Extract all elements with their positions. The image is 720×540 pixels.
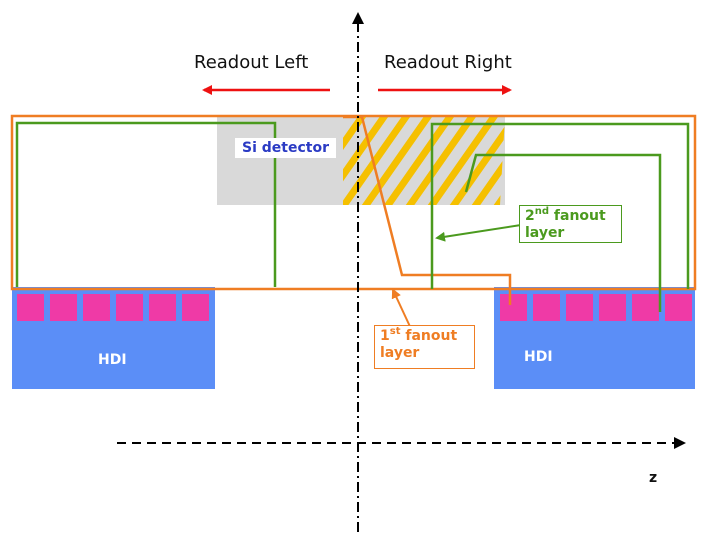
readout-left-label: Readout Left	[194, 52, 309, 73]
hdi-right-pad	[566, 294, 593, 321]
second-fanout-left-trace	[15, 121, 277, 287]
hdi-left-pad	[50, 294, 77, 321]
hdi-right-pad	[500, 294, 527, 321]
second-fanout-suffix: nd	[534, 206, 550, 217]
first-fanout-suffix: st	[389, 326, 401, 337]
z-axis-label: z	[649, 470, 658, 486]
hdi-right-pad	[632, 294, 659, 321]
second-fanout-trace	[464, 153, 662, 312]
first-fanout-word: fanout	[405, 328, 458, 344]
second-fanout-right-frame	[430, 122, 690, 289]
hdi-right-label: HDI	[524, 349, 553, 365]
si-detector-label: Si detector	[235, 138, 336, 158]
hdi-right-pad	[665, 294, 692, 321]
hdi-left-pad	[83, 294, 110, 321]
first-fanout-number: 1	[380, 328, 390, 344]
hdi-right-board	[494, 287, 695, 389]
second-fanout-number: 2	[525, 208, 535, 224]
si-detector-hatched-region	[343, 117, 505, 205]
second-fanout-callout: 2nd fanout layer	[519, 205, 622, 243]
hdi-left-board	[12, 287, 215, 389]
first-fanout-trace	[343, 115, 512, 305]
first-fanout-line2: layer	[380, 345, 420, 361]
second-fanout-pointer	[435, 224, 522, 242]
hdi-left-label: HDI	[98, 352, 127, 368]
hdi-left-pad	[149, 294, 176, 321]
hdi-left-pad	[116, 294, 143, 321]
first-fanout-callout: 1st fanout layer	[374, 325, 475, 369]
hdi-right-pads	[500, 294, 692, 321]
hdi-left-pad	[182, 294, 209, 321]
hdi-right-pad	[533, 294, 560, 321]
second-fanout-line2: layer	[525, 225, 565, 241]
second-fanout-word: fanout	[553, 208, 606, 224]
hdi-left-pads	[17, 294, 209, 321]
hdi-right-pad	[599, 294, 626, 321]
hdi-left-pad	[17, 294, 44, 321]
readout-right-label: Readout Right	[384, 52, 512, 73]
